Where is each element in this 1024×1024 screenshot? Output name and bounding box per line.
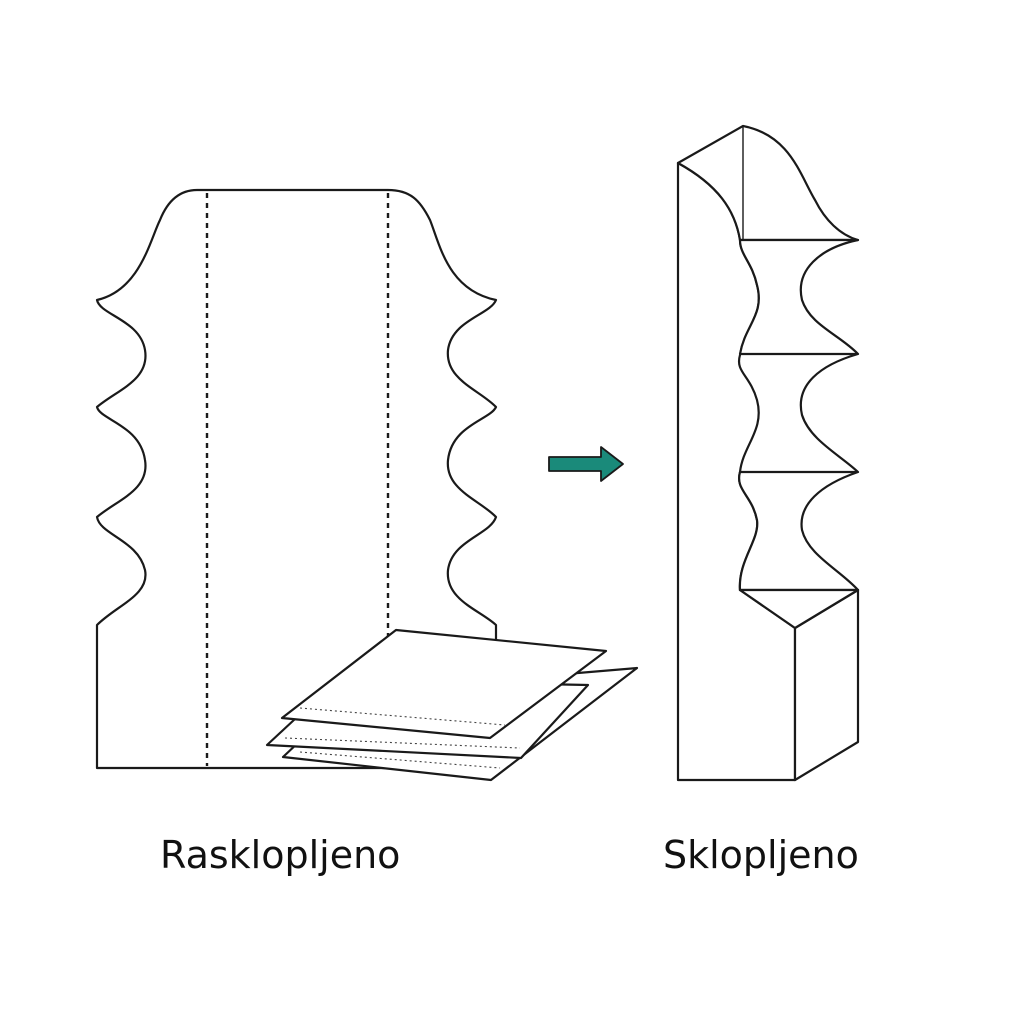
transition-arrow (548, 446, 624, 482)
perf-line-2 (284, 737, 521, 749)
stand-base-top (738, 588, 860, 630)
perf-line-1 (299, 707, 506, 726)
caption-folded: Sklopljeno (663, 833, 859, 877)
shelf-sheet-1 (280, 628, 608, 740)
stand-top-rim (676, 124, 860, 242)
folded-stand (676, 124, 860, 782)
right-arrow-icon (548, 446, 624, 482)
flat-outline (95, 188, 498, 770)
caption-unfolded: Rasklopljeno (160, 833, 401, 877)
shelf-sheets (265, 628, 639, 782)
perf-line-3 (299, 751, 501, 769)
unfolded-template (95, 188, 498, 770)
